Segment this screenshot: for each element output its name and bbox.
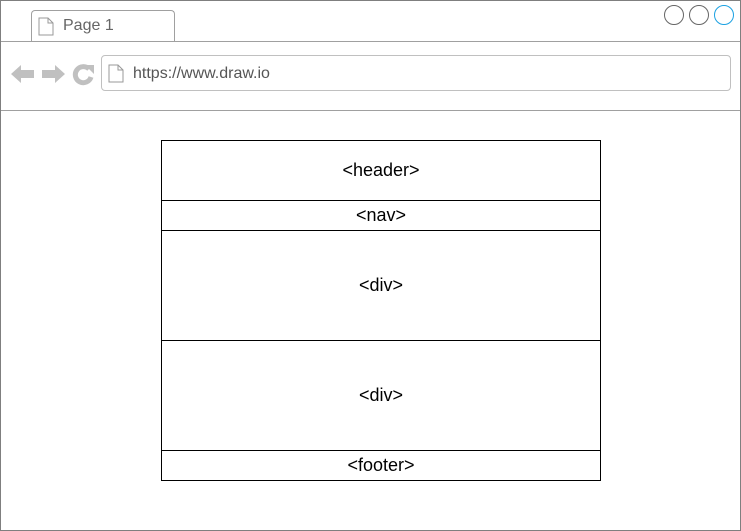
header-block: <header>	[161, 140, 601, 201]
minimize-button[interactable]	[664, 5, 684, 25]
close-button[interactable]	[714, 5, 734, 25]
reload-icon[interactable]	[72, 64, 94, 91]
browser-tab[interactable]: Page 1	[31, 10, 175, 41]
address-bar: https://www.draw.io	[1, 42, 740, 111]
div-block: <div>	[161, 340, 601, 451]
forward-arrow-icon[interactable]	[41, 64, 65, 89]
nav-block: <nav>	[161, 200, 601, 231]
url-text: https://www.draw.io	[133, 65, 270, 82]
page-icon	[108, 64, 124, 88]
url-input[interactable]: https://www.draw.io	[101, 55, 731, 91]
page-icon	[38, 17, 54, 41]
footer-block: <footer>	[161, 450, 601, 481]
maximize-button[interactable]	[689, 5, 709, 25]
div-block: <div>	[161, 230, 601, 341]
back-arrow-icon[interactable]	[11, 64, 35, 89]
tab-bar: Page 1	[1, 1, 740, 42]
tab-label: Page 1	[63, 17, 114, 34]
